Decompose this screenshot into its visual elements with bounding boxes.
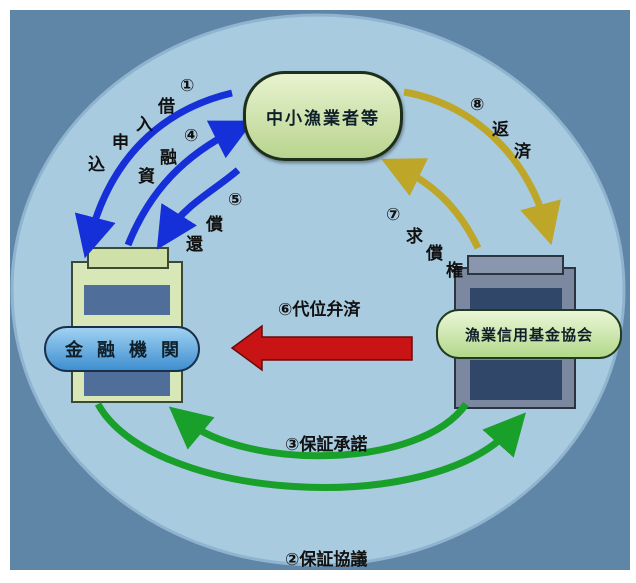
node-financial-institution: 金融機関 <box>44 326 200 372</box>
label-guarantee-consult: ②保証協議 <box>285 550 368 570</box>
label-guarantee-approval: ③保証承諾 <box>285 435 368 455</box>
arrow-claim <box>381 158 482 250</box>
label-subrogation: ⑥代位弁済 <box>278 300 361 320</box>
arrow-subrogation <box>230 324 413 372</box>
arrow-financing <box>124 120 254 247</box>
arrow-guarantee-approval <box>168 401 469 460</box>
node-small-fishers: 中小漁業者等 <box>243 71 403 161</box>
bank-building-icon <box>71 247 183 403</box>
central-ellipse <box>10 13 626 567</box>
arrow-repayment-fund <box>403 88 561 246</box>
arrow-repayment-bank <box>156 167 241 250</box>
arrow-loan-request <box>74 89 233 259</box>
arrow-guarantee-consult <box>94 402 527 491</box>
node-credit-fund-association: 漁業信用基金協会 <box>436 309 622 359</box>
